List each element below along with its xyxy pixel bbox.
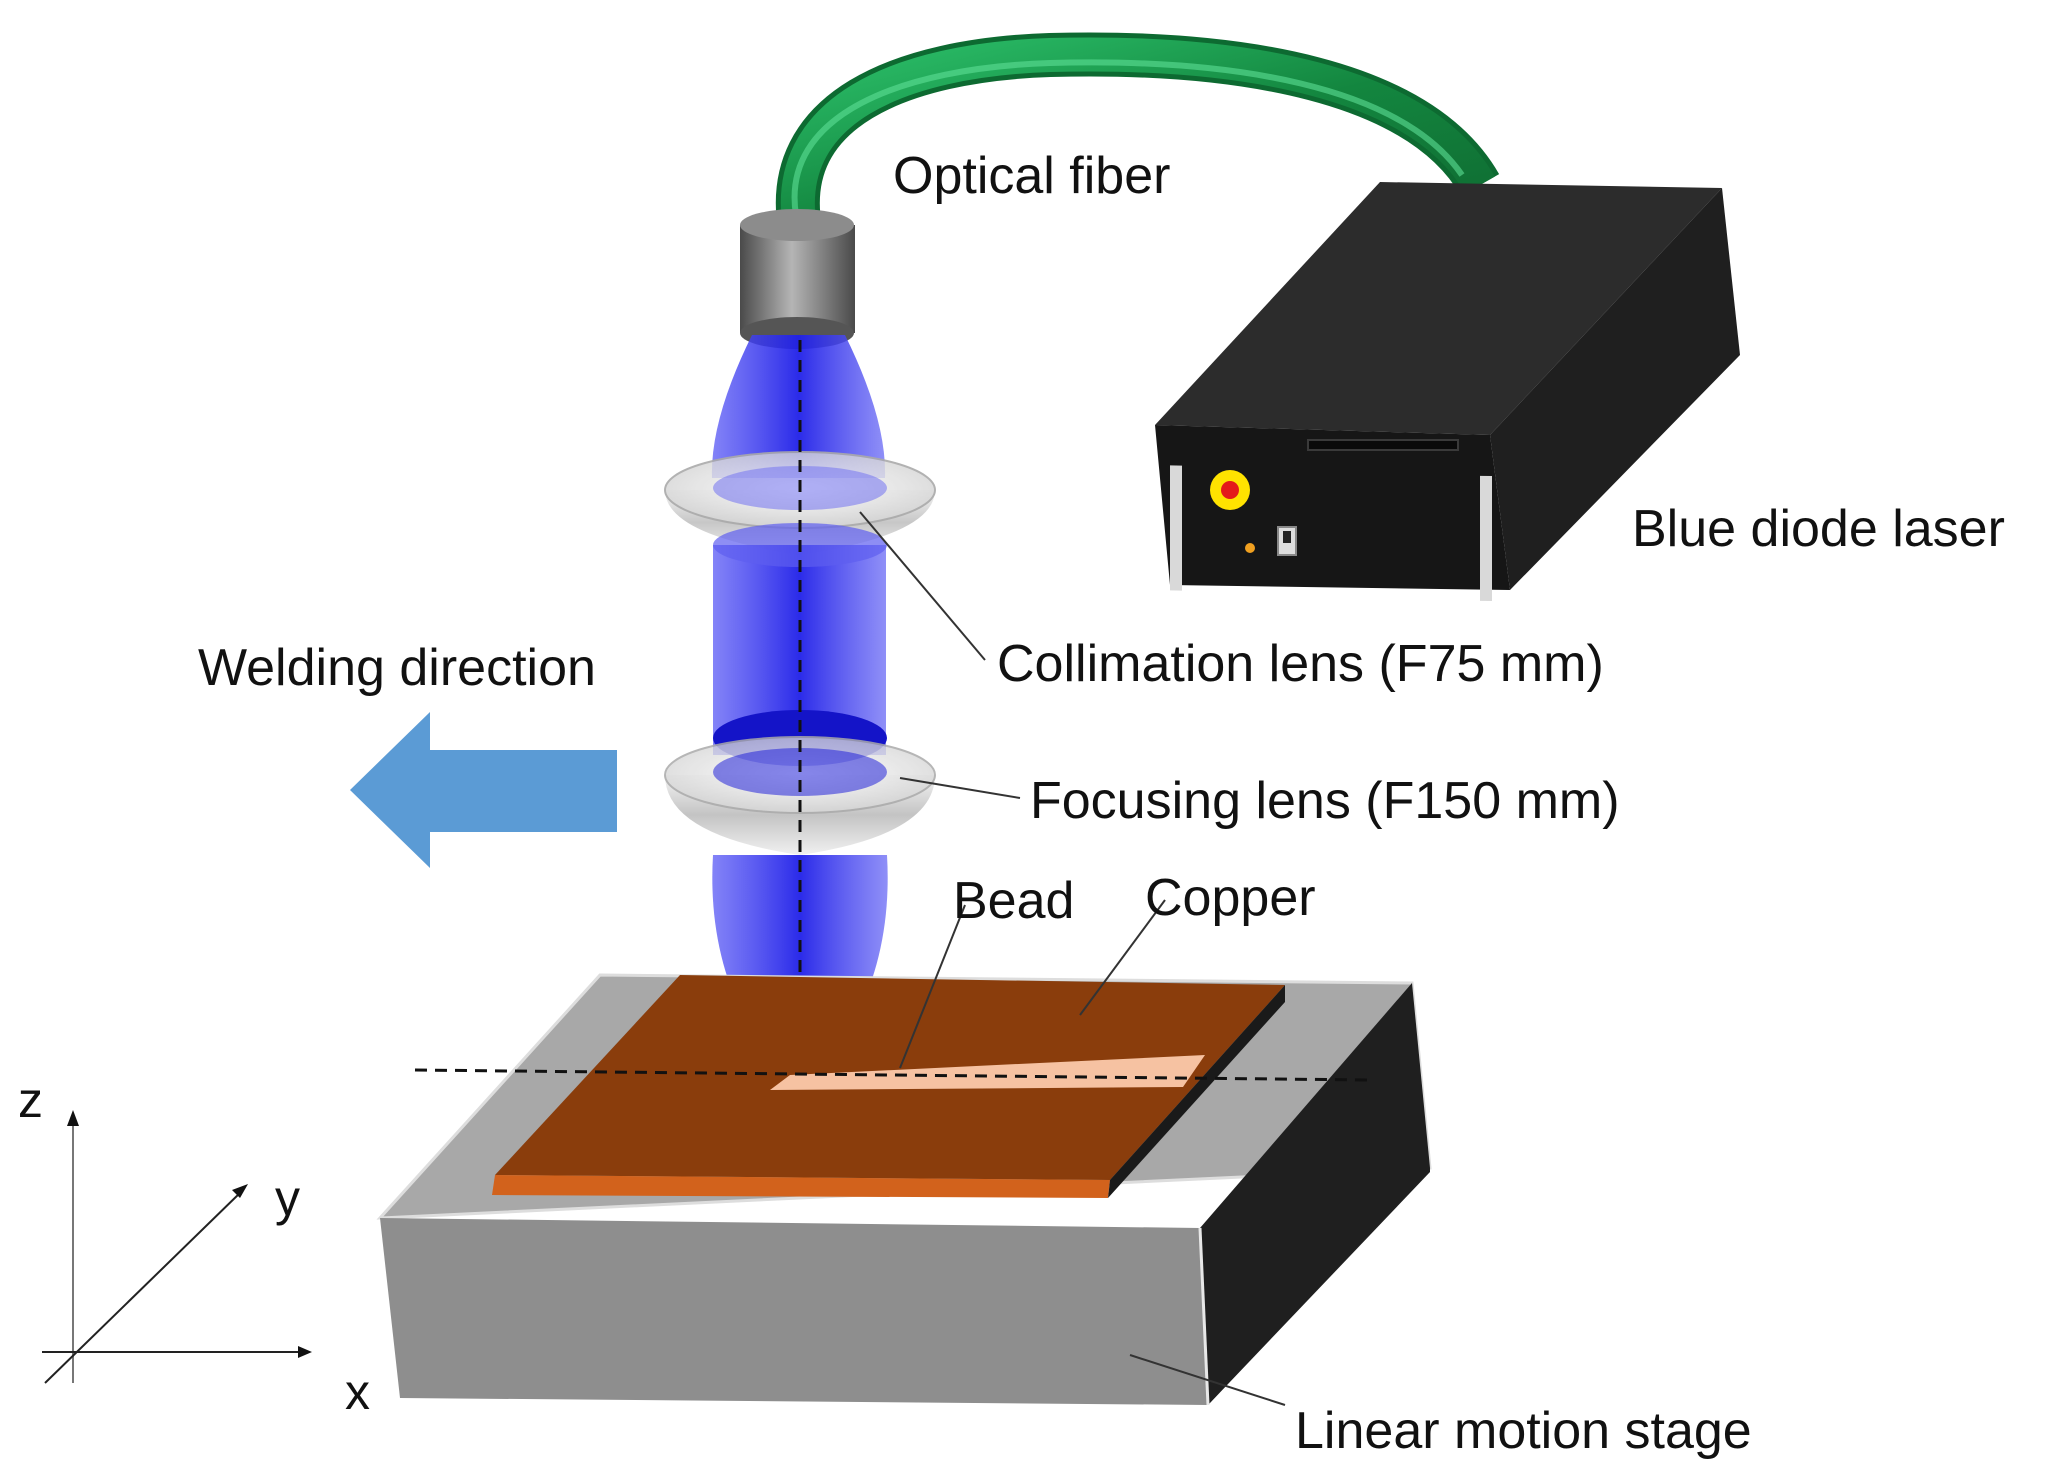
optical-fiber-label: Optical fiber: [893, 147, 1171, 205]
welding-direction-arrow: [350, 712, 617, 868]
blue-diode-laser-label: Blue diode laser: [1632, 500, 2005, 558]
fiber-connector: [740, 209, 855, 349]
bead-leader: [899, 904, 966, 1069]
z-axis-label: z: [18, 1072, 43, 1128]
weld-bead: [770, 1055, 1205, 1090]
welding-direction-label: Welding direction: [198, 639, 596, 697]
y-axis: [44, 1189, 244, 1384]
indicator-led: [1245, 543, 1255, 553]
copper-label: Copper: [1145, 869, 1316, 927]
x-axis-label: x: [345, 1364, 370, 1420]
linear-motion-stage-label: Linear motion stage: [1295, 1402, 1752, 1460]
bead-label: Bead: [953, 872, 1075, 930]
coordinate-axes: [42, 1110, 312, 1384]
focusing-lens-label: Focusing lens (F150 mm): [1030, 772, 1620, 830]
copper-leader: [1079, 899, 1166, 1016]
stage-leader: [1129, 1354, 1286, 1406]
collimation-lens-label: Collimation lens (F75 mm): [997, 635, 1604, 693]
blue-diode-laser-unit: [1155, 182, 1740, 602]
collimation-leader: [859, 511, 986, 661]
y-axis-label: y: [275, 1170, 300, 1226]
focusing-leader: [899, 777, 1021, 799]
focusing-lens: [664, 736, 936, 855]
